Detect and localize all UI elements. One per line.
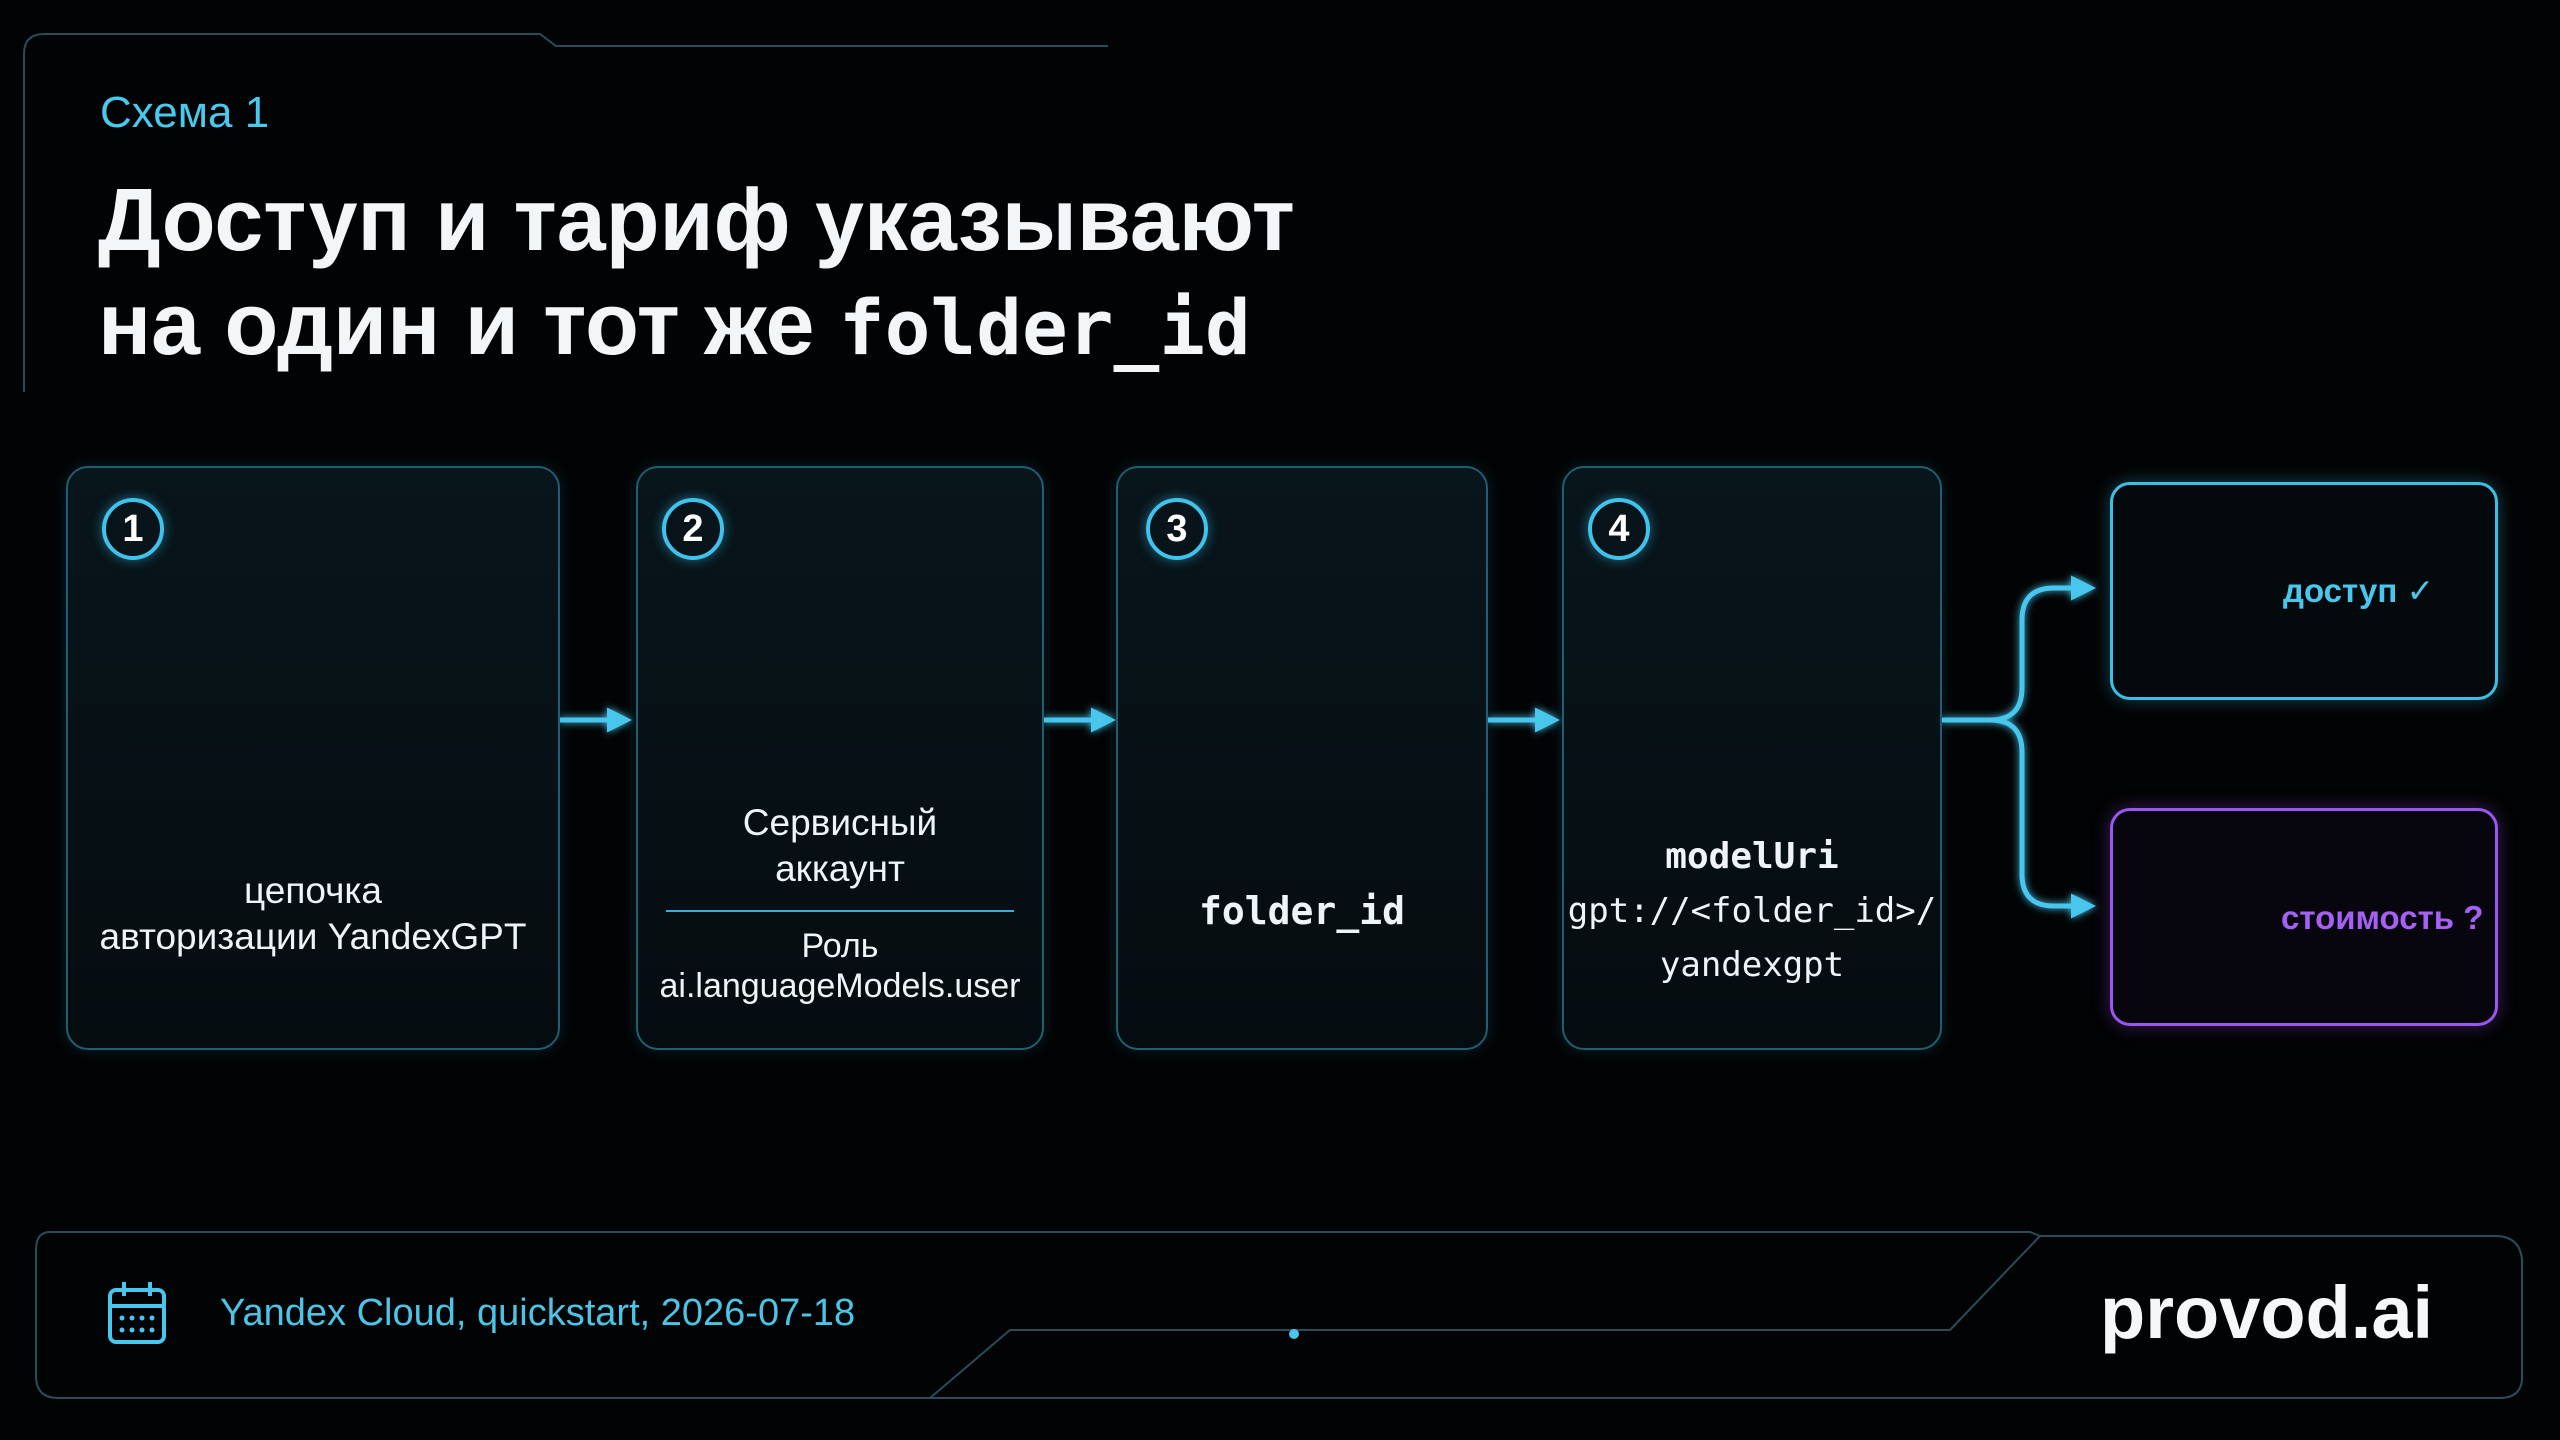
title-line-1: Доступ и тариф указывают	[98, 170, 1295, 269]
calendar-icon	[108, 1282, 166, 1344]
step-label-3: folder_id	[1199, 889, 1405, 933]
step-card-2: 2 Сервисный аккаунт Роль ai.languageMode…	[636, 466, 1044, 1050]
outcome-access-label: доступ ✓	[2283, 572, 2435, 609]
footer-source: Yandex Cloud, quickstart, 2026-07-18	[220, 1292, 856, 1334]
step-label-1: цепочка авторизации YandexGPT	[99, 870, 527, 957]
outcome-cost-label: стоимость ?	[2281, 899, 2484, 936]
title-line-2-text: на один и тот же	[98, 274, 815, 373]
step-sublabel-2: Роль ai.languageModels.user	[659, 927, 1021, 1005]
branch-arrow-access	[1942, 575, 2096, 723]
step-sublabel-4: gpt://<folder_id>/ yandexgpt	[1567, 891, 1937, 985]
step-2-divider	[666, 910, 1014, 912]
step-number-4: 4	[1588, 498, 1650, 560]
step-label-4: modelUri	[1665, 836, 1839, 877]
diagram-eyebrow: Схема 1	[100, 88, 270, 137]
outcome-cost-box: стоимость ?	[2110, 808, 2498, 1026]
branch-arrow-cost	[1989, 717, 2096, 919]
step-number-3: 3	[1146, 498, 1208, 560]
step-card-1: 1 цепочка авторизации YandexGPT	[66, 466, 560, 1050]
flow-arrows	[560, 575, 2096, 919]
title-line-2: на один и тот же folder_id	[98, 272, 1295, 380]
outcome-access-box: доступ ✓	[2110, 482, 2498, 700]
step-number-1: 1	[102, 498, 164, 560]
page-title: Доступ и тариф указывают на один и тот ж…	[98, 168, 1295, 380]
step-number-2: 2	[662, 498, 724, 560]
brand-logo-text: provod.ai	[2100, 1271, 2434, 1354]
top-frame-line	[23, 33, 1108, 392]
step-card-4: 4 modelUri gpt://<folder_id>/ yandexgpt	[1562, 466, 1942, 1050]
title-line-2-code: folder_id	[838, 283, 1251, 372]
step-label-2: Сервисный аккаунт	[742, 802, 938, 889]
footer-dot	[1289, 1329, 1299, 1339]
step-card-3: 3 folder_id	[1116, 466, 1488, 1050]
footer-frame	[35, 1231, 2523, 1399]
